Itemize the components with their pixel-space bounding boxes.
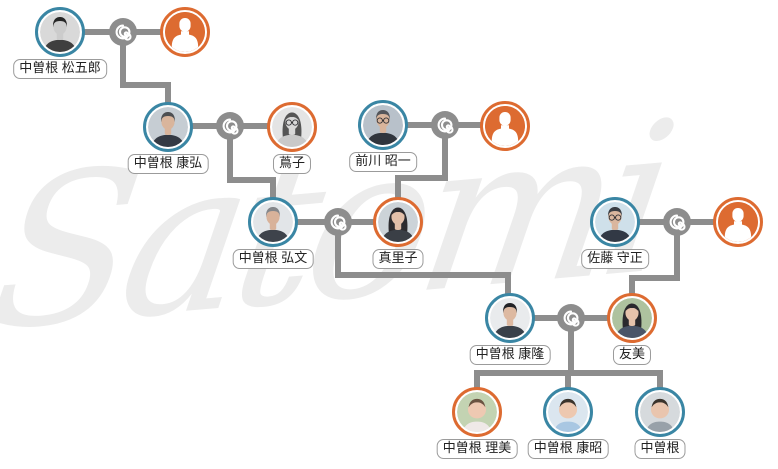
person-name-label: 中曽根 理美 <box>436 439 518 459</box>
person-name-label: 中曽根 松五郎 <box>13 59 107 79</box>
connector-line <box>442 133 448 181</box>
unknown-person-avatar[interactable] <box>160 7 210 57</box>
connector-line <box>474 370 480 389</box>
person-name-label: 中曽根 康隆 <box>469 345 551 365</box>
person-node-matsugoro: 中曽根 松五郎 <box>13 7 107 79</box>
unknown-person-avatar[interactable] <box>480 101 530 151</box>
connector-line <box>629 275 635 295</box>
avatar-photo[interactable] <box>590 197 640 247</box>
connector-line <box>657 370 663 389</box>
connector-line <box>505 272 511 295</box>
person-name-label: 蔦子 <box>272 154 312 174</box>
person-name-label: 中曽根 康弘 <box>127 154 209 174</box>
person-node-yasuaki: 中曽根 康昭 <box>527 387 609 459</box>
unknown-person-avatar[interactable] <box>713 197 763 247</box>
avatar-photo[interactable] <box>543 387 593 437</box>
person-name-label: 中曽根 弘文 <box>232 249 314 269</box>
marriage-link-icon[interactable] <box>109 18 137 46</box>
avatar-photo[interactable] <box>452 387 502 437</box>
person-node-rimi: 中曽根 理美 <box>436 387 518 459</box>
person-name-label: 中曽根 康昭 <box>527 439 609 459</box>
connector-line <box>395 175 401 199</box>
person-node-hirofumi: 中曽根 弘文 <box>232 197 314 269</box>
avatar-photo[interactable] <box>143 102 193 152</box>
person-node-baby: 中曽根 <box>634 387 686 459</box>
avatar-photo[interactable] <box>35 7 85 57</box>
connector-line <box>165 82 171 104</box>
person-node-unknown-spouse-2 <box>480 101 530 151</box>
marriage-link-icon[interactable] <box>557 304 585 332</box>
connector-line <box>565 370 571 389</box>
person-node-unknown-spouse-3 <box>713 197 763 247</box>
connector-line <box>335 230 341 278</box>
person-name-label: 前川 昭一 <box>349 152 417 172</box>
avatar-photo[interactable] <box>248 197 298 247</box>
connector-line <box>335 272 511 278</box>
marriage-link-icon[interactable] <box>216 112 244 140</box>
person-node-yasutaka: 中曽根 康隆 <box>469 293 551 365</box>
person-name-label: 佐藤 守正 <box>581 249 649 269</box>
avatar-photo[interactable] <box>267 102 317 152</box>
avatar-photo[interactable] <box>635 387 685 437</box>
person-name-label: 友美 <box>612 345 652 365</box>
connector-line <box>568 326 574 376</box>
connector-line <box>270 177 276 199</box>
connector-line <box>120 40 126 85</box>
person-node-mariko: 真里子 <box>372 197 424 269</box>
avatar-photo[interactable] <box>358 100 408 150</box>
connector-line <box>395 175 448 181</box>
avatar-photo[interactable] <box>373 197 423 247</box>
marriage-link-icon[interactable] <box>431 111 459 139</box>
person-node-tomomi: 友美 <box>607 293 657 365</box>
person-node-morimasa: 佐藤 守正 <box>581 197 649 269</box>
connector-line <box>674 230 680 281</box>
person-node-shoichi: 前川 昭一 <box>349 100 417 172</box>
connector-line <box>120 82 171 88</box>
connector-line <box>227 134 233 183</box>
person-node-unknown-spouse-1 <box>160 7 210 57</box>
connector-line <box>227 177 276 183</box>
avatar-photo[interactable] <box>485 293 535 343</box>
person-name-label: 中曽根 <box>634 439 686 459</box>
connector-line <box>629 275 680 281</box>
person-node-tsutako: 蔦子 <box>267 102 317 174</box>
person-name-label: 真里子 <box>372 249 424 269</box>
person-node-yasuhiro: 中曽根 康弘 <box>127 102 209 174</box>
marriage-link-icon[interactable] <box>663 208 691 236</box>
marriage-link-icon[interactable] <box>324 208 352 236</box>
avatar-photo[interactable] <box>607 293 657 343</box>
